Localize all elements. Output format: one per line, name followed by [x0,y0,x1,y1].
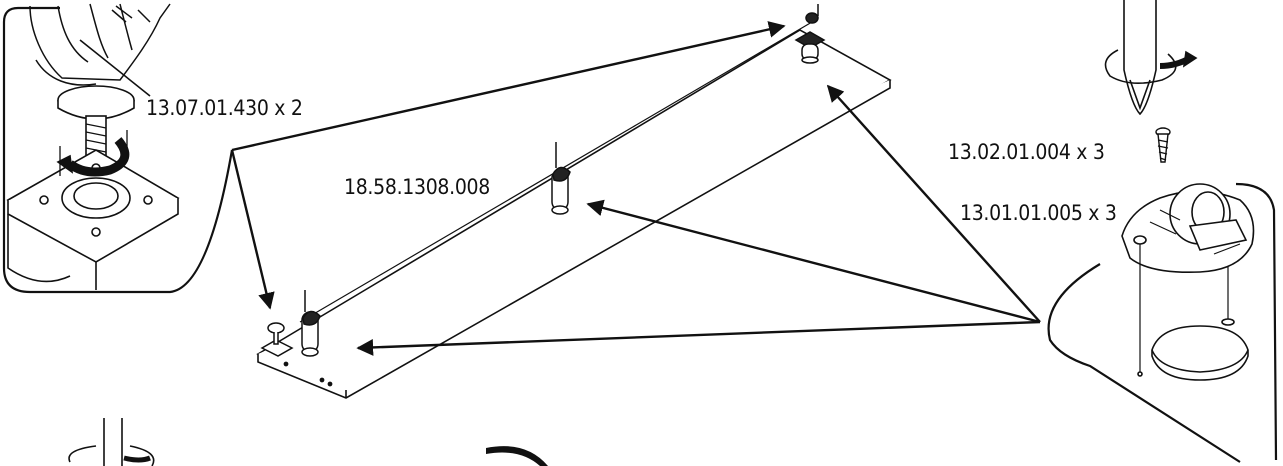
bottom-curved-arrow [486,446,548,466]
arrow-to-center [586,199,1041,324]
arrow-to-near-foot [230,149,275,310]
bottom-rotate-icon [68,418,155,466]
rotate-arrow-icon [56,130,130,177]
label-leader-line [79,39,151,97]
label-caster: 13.01.01.005 x 3 [960,201,1117,225]
cam-connector-icon [260,4,826,357]
wood-screw-icon [1155,127,1171,163]
right-detail-callout [1047,182,1278,463]
label-wood-screw: 13.02.01.004 x 3 [948,140,1105,164]
arrow-to-panel-end [826,84,1041,323]
left-detail-callout [2,6,234,294]
screwdriver-icon [1104,0,1198,116]
leveling-foot-icon [6,85,180,290]
arrow-to-far-end [231,21,786,152]
label-foot-screw: 13.07.01.430 x 2 [146,96,303,120]
arrow-to-near-end [356,320,1041,356]
caster-wheel-icon [1121,183,1255,381]
panel-board [256,21,892,399]
label-center-part: 18.58.1308.008 [344,175,490,199]
hand-icon [29,3,171,86]
arrows [230,21,1041,356]
